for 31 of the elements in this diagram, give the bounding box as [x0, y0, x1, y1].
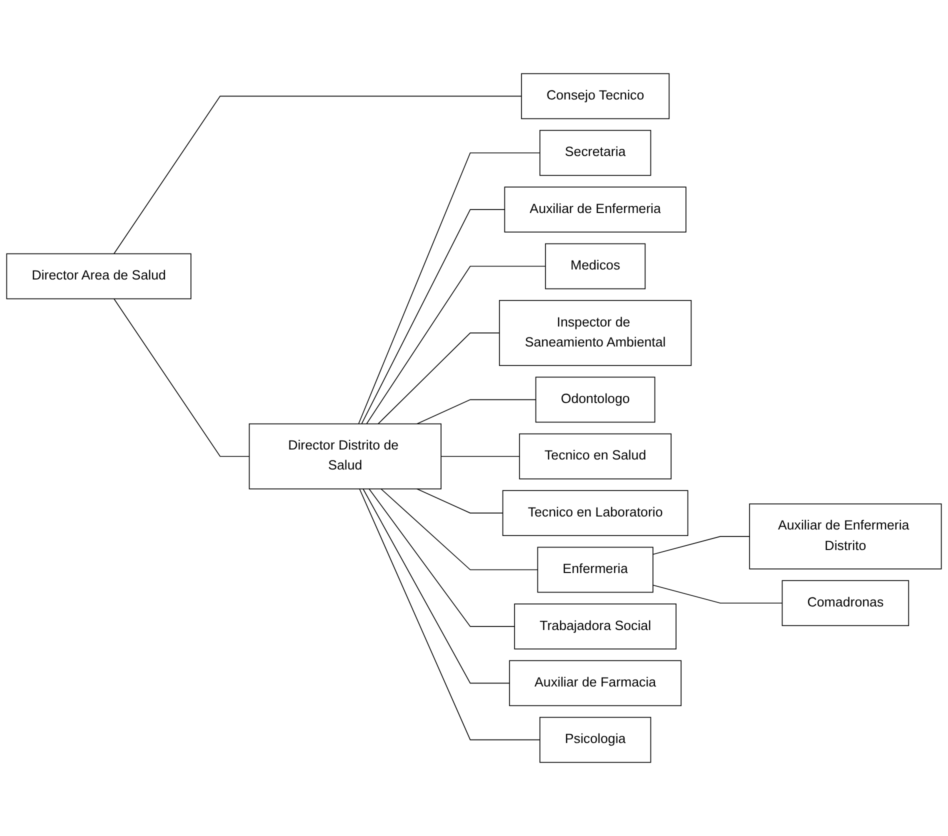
connector	[361, 209, 506, 424]
connector	[366, 266, 546, 424]
node-box: Consejo Tecnico	[521, 73, 670, 120]
node-box: Inspector de Saneamiento Ambiental	[499, 300, 692, 366]
connector	[114, 96, 522, 254]
node-box: Auxiliar de Enfermeria	[504, 186, 686, 232]
node-box: Director Distrito de Salud	[248, 423, 442, 490]
connector	[378, 332, 500, 424]
connector	[440, 456, 520, 457]
node-box: Auxiliar de Farmacia	[509, 660, 682, 706]
node-box: Director Area de Salud	[6, 253, 192, 300]
node-box: Tecnico en Laboratorio	[502, 490, 688, 536]
node-box: Medicos	[545, 243, 646, 290]
connector	[114, 298, 250, 457]
node-box: Secretaria	[539, 130, 652, 176]
node-box: Auxiliar de Enfermeria Distrito	[749, 503, 942, 570]
node-box: Trabajadora Social	[514, 604, 676, 650]
node-box: Comadronas	[782, 580, 910, 626]
node-box: Odontologo	[535, 376, 656, 423]
connector	[358, 152, 540, 424]
connector	[652, 584, 783, 604]
node-box: Tecnico en Salud	[519, 433, 672, 480]
connector	[416, 399, 536, 424]
node-box: Psicologia	[539, 716, 652, 763]
node-box: Enfermeria	[537, 546, 654, 593]
connector	[368, 488, 515, 627]
connector	[380, 488, 538, 570]
connector	[652, 536, 750, 555]
connector	[416, 488, 504, 514]
connector	[362, 488, 510, 684]
connector	[359, 488, 540, 740]
